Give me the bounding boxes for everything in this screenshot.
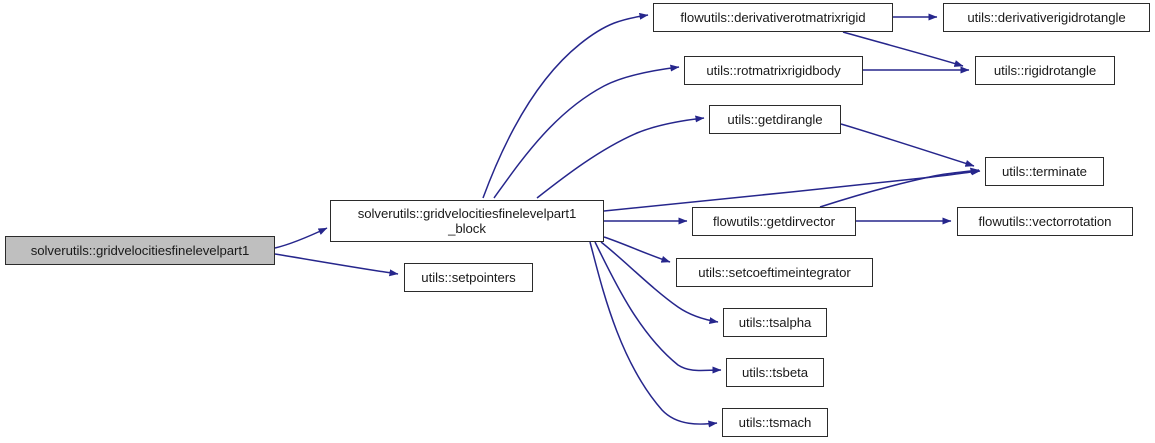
graph-node-label: flowutils::derivativerotmatrixrigid	[680, 10, 866, 25]
call-edge-block-to-setcoeftimeintegrator	[603, 236, 671, 263]
graph-node-label: solverutils::gridvelocitiesfinelevelpart…	[357, 206, 577, 236]
graph-node-setcoeftimeintegrator[interactable]: utils::setcoeftimeintegrator	[676, 258, 873, 287]
graph-node-root[interactable]: solverutils::gridvelocitiesfinelevelpart…	[5, 236, 275, 265]
graph-node-label: flowutils::getdirvector	[713, 214, 835, 229]
graph-node-tsalpha[interactable]: utils::tsalpha	[723, 308, 827, 337]
graph-node-terminate[interactable]: utils::terminate	[985, 157, 1104, 186]
graph-node-label: solverutils::gridvelocitiesfinelevelpart…	[30, 243, 250, 258]
call-edge-block-to-getdirangle	[536, 115, 705, 199]
graph-node-label: utils::getdirangle	[727, 112, 823, 127]
graph-node-rotmatrixrigidbody[interactable]: utils::rotmatrixrigidbody	[684, 56, 863, 85]
call-edge-root-to-setpointers	[274, 253, 399, 277]
call-edge-block-to-rotmatrixrigidbody	[493, 64, 680, 199]
call-edge-getdirangle-to-terminate	[840, 123, 975, 167]
graph-node-tsbeta[interactable]: utils::tsbeta	[726, 358, 824, 387]
graph-node-getdirvector[interactable]: flowutils::getdirvector	[692, 207, 856, 236]
graph-node-label: utils::setpointers	[421, 270, 516, 285]
graph-node-label: utils::tsmach	[738, 415, 812, 430]
call-edge-block-to-terminate	[603, 168, 981, 212]
graph-node-tsmach[interactable]: utils::tsmach	[722, 408, 828, 437]
graph-node-label: utils::rotmatrixrigidbody	[706, 63, 841, 78]
call-edge-block-to-derivativerotmatrixrigid	[482, 12, 649, 199]
graph-node-setpointers[interactable]: utils::setpointers	[404, 263, 533, 292]
graph-node-vectorrotation[interactable]: flowutils::vectorrotation	[957, 207, 1133, 236]
graph-node-label: utils::terminate	[1002, 164, 1087, 179]
graph-node-label: utils::tsbeta	[741, 365, 809, 380]
graph-node-rigidrotangle[interactable]: utils::rigidrotangle	[975, 56, 1115, 85]
graph-node-derivativerotmatrixrigid[interactable]: flowutils::derivativerotmatrixrigid	[653, 3, 893, 32]
graph-node-derivativerigidrotangle[interactable]: utils::derivativerigidrotangle	[943, 3, 1150, 32]
call-edge-getdirvector-to-terminate	[819, 167, 980, 208]
graph-node-label: utils::derivativerigidrotangle	[967, 10, 1126, 25]
call-edge-root-to-block	[274, 227, 328, 249]
graph-node-label: utils::rigidrotangle	[993, 63, 1097, 78]
graph-node-label: flowutils::vectorrotation	[978, 214, 1112, 229]
graph-node-block[interactable]: solverutils::gridvelocitiesfinelevelpart…	[330, 200, 604, 242]
graph-node-getdirangle[interactable]: utils::getdirangle	[709, 105, 841, 134]
graph-node-label: utils::tsalpha	[738, 315, 812, 330]
graph-node-label: utils::setcoeftimeintegrator	[698, 265, 851, 280]
